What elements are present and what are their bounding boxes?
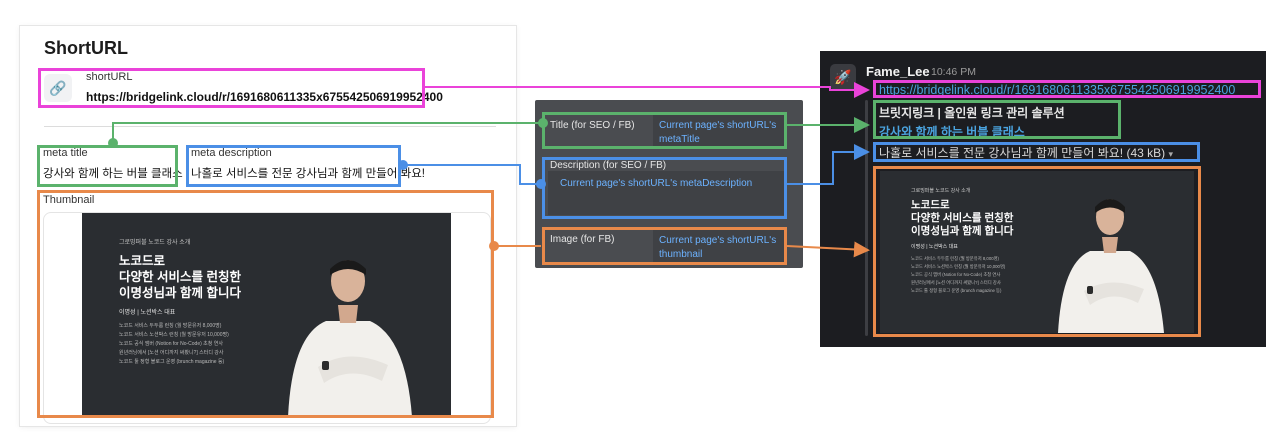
green-connector xyxy=(113,123,543,143)
blue-connector-dot xyxy=(536,179,546,189)
pink-connector xyxy=(425,87,866,90)
blue-connector xyxy=(787,152,866,184)
orange-connector xyxy=(787,246,866,250)
blue-connector xyxy=(403,165,541,184)
green-connector-dot xyxy=(538,118,548,128)
